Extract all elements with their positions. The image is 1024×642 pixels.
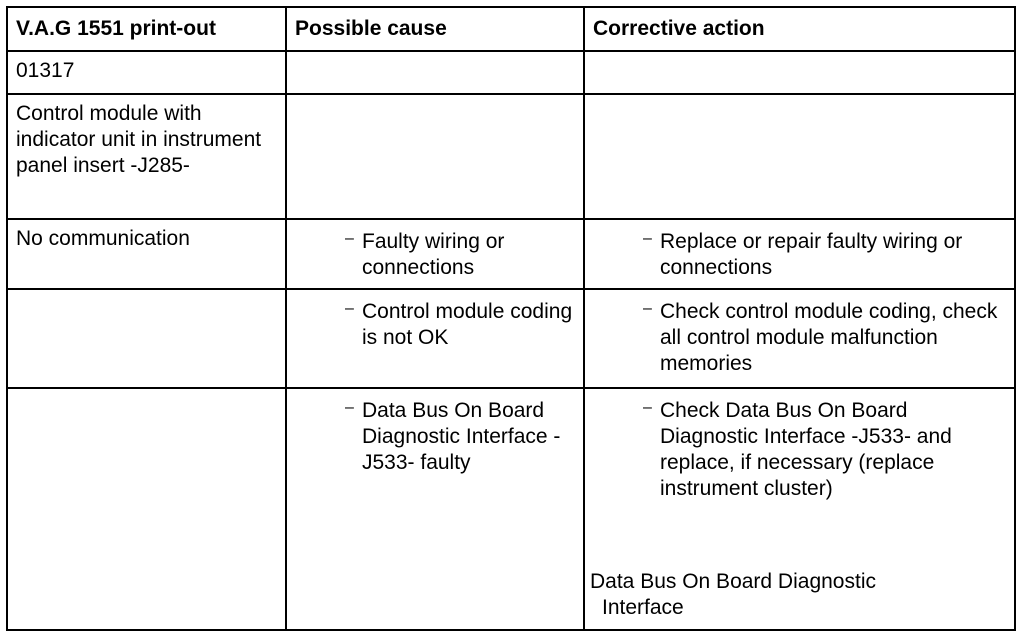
action-text: Replace or repair faulty wiring or conne… [660,230,963,279]
cause-cell: – Faulty wiring or connections [285,218,585,290]
component-cell: Control module with indicator unit in in… [6,93,287,220]
list-item: – Replace or repair faulty wiring or con… [585,220,1014,281]
footnote: Data Bus On Board Diagnostic Interface [590,569,970,621]
action-cell: – Check Data Bus On Board Diagnostic Int… [583,387,1016,631]
action-text: Check control module coding, check all c… [660,300,998,375]
dash-bullet: – [643,399,652,416]
footnote-line: Data Bus On Board Diagnostic [590,570,876,593]
header-printout: V.A.G 1551 print-out [6,6,287,52]
list-item: – Faulty wiring or connections [287,220,583,281]
fault-table: V.A.G 1551 print-out Possible cause Corr… [6,6,1016,631]
fault-description-cell: No communication [6,218,287,290]
action-cell: – Replace or repair faulty wiring or con… [583,218,1016,290]
cause-text: Data Bus On Board Diagnostic Interface -… [362,399,561,474]
fault-description: No communication [16,227,190,250]
dash-bullet: – [643,300,652,317]
empty-cell [583,50,1016,95]
header-possible-cause: Possible cause [285,6,585,52]
list-item: – Check control module coding, check all… [585,290,1014,377]
footnote-line: Interface [602,596,684,619]
action-cell: – Check control module coding, check all… [583,288,1016,389]
list-item: – Data Bus On Board Diagnostic Interface… [287,389,583,476]
table-row: No communication – Faulty wiring or conn… [6,218,1016,290]
empty-cell [6,387,287,631]
header-corrective-action: Corrective action [583,6,1016,52]
header-row: V.A.G 1551 print-out Possible cause Corr… [6,6,1016,52]
empty-cell [6,288,287,389]
fault-code: 01317 [16,59,75,82]
table-row: – Data Bus On Board Diagnostic Interface… [6,387,1016,631]
empty-cell [285,50,585,95]
table-row-code: 01317 [6,50,1016,95]
table-row: – Control module coding is not OK – Chec… [6,288,1016,389]
component-name: Control module with indicator unit in in… [16,102,262,177]
table-row-component: Control module with indicator unit in in… [6,93,1016,220]
cause-text: Control module coding is not OK [362,300,573,349]
cause-cell: – Control module coding is not OK [285,288,585,389]
empty-cell [583,93,1016,220]
empty-cell [285,93,585,220]
fault-code-cell: 01317 [6,50,287,95]
cause-cell: – Data Bus On Board Diagnostic Interface… [285,387,585,631]
dash-bullet: – [345,300,354,317]
list-item: – Control module coding is not OK [287,290,583,351]
dash-bullet: – [345,399,354,416]
action-text: Check Data Bus On Board Diagnostic Inter… [660,399,952,500]
cause-text: Faulty wiring or connections [362,230,505,279]
list-item: – Check Data Bus On Board Diagnostic Int… [585,389,1014,502]
dash-bullet: – [643,230,652,247]
dash-bullet: – [345,230,354,247]
